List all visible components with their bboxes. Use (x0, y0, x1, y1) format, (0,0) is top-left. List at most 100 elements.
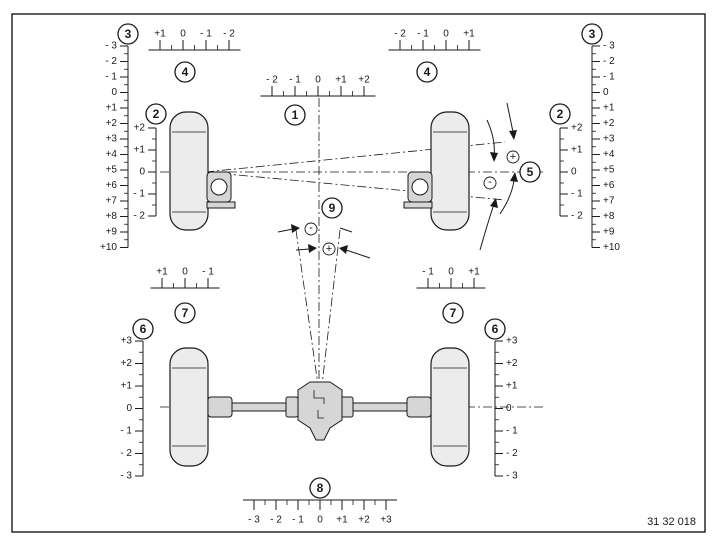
scale-tick-label: +1 (335, 75, 347, 86)
scale-tick-label: - 1 (133, 189, 145, 200)
svg-text:6: 6 (140, 322, 147, 336)
scale-tick-label: +2 (603, 118, 615, 129)
scale-tick-label: +2 (134, 123, 146, 134)
scale-tick-label: +2 (571, 123, 583, 134)
svg-text:1: 1 (292, 108, 299, 122)
scale-tick-label: +10 (100, 242, 117, 253)
callout-thrust-angle: 9 (321, 197, 343, 219)
scale-tick-label: +3 (380, 515, 392, 526)
callout-scale-camber-right: 3 (581, 23, 603, 45)
scale-rear_top_right: - 1 0 +1 (416, 267, 486, 289)
scale-tick-label: +3 (506, 336, 518, 347)
scale-toe_right: +2+10- 1- 2 (559, 123, 583, 222)
scale-tick-label: +2 (506, 358, 518, 369)
scale-tick-label: 0 (448, 267, 454, 278)
callout-scale-toe-right: 2 (549, 103, 571, 125)
scale-tick-label: 0 (571, 167, 577, 178)
scale-tick-label: 0 (182, 267, 188, 278)
differential (297, 381, 343, 441)
front-left-wheel (169, 111, 236, 231)
scale-tick-label: - 1 (202, 267, 214, 278)
scale-tick-label: 0 (603, 87, 609, 98)
thrust-line-left (295, 229, 319, 386)
svg-text:2: 2 (557, 107, 564, 121)
scale-tick-label: - 3 (506, 471, 518, 482)
scale-tick-label: - 2 (394, 29, 406, 40)
scale-tick-label: +1 (121, 381, 133, 392)
svg-text:6: 6 (492, 322, 499, 336)
scale-rear_center: - 3 - 2 - 1 0 +1 +2 +3 (243, 499, 397, 526)
rear-right-wheel (430, 347, 470, 467)
diagram-border (11, 13, 706, 533)
scale-tick-label: 0 (126, 403, 132, 414)
scale-tick-label: +10 (603, 242, 620, 253)
callout-scale-rear-top-right: 7 (442, 302, 464, 324)
scale-tick-label: 0 (443, 29, 449, 40)
scale-tick-label: +8 (603, 211, 615, 222)
scale-rear_outer_right: +3+2+10- 1- 2- 3 (494, 336, 518, 482)
svg-text:5: 5 (527, 165, 534, 179)
scale-tick-label: +1 (603, 103, 615, 114)
scale-tick-label: - 2 (603, 56, 615, 67)
scale-tick-label: +3 (106, 134, 118, 145)
minus-sign: - (309, 222, 313, 234)
scale-toe_left: +2+10- 1- 2 (133, 123, 157, 222)
scale-tick-label: - 3 (120, 471, 132, 482)
scale-tick-label: +3 (121, 336, 133, 347)
svg-text:7: 7 (182, 306, 189, 320)
scale-tick-label: +1 (106, 103, 118, 114)
scale-tick-label: 0 (315, 75, 321, 86)
scale-tick-label: - 2 (270, 515, 282, 526)
scale-tick-label: +1 (156, 267, 168, 278)
callout-scale-front-center: 1 (284, 104, 306, 126)
svg-text:2: 2 (153, 107, 160, 121)
rear-axle-assembly (169, 347, 470, 467)
scale-camber_right: - 3- 2- 10+1+2+3+4+5+6+7+8+9+10 (591, 41, 620, 253)
scale-tick-label: +4 (603, 149, 615, 160)
scale-rear_top_left: +1 0 - 1 (150, 267, 220, 289)
front-right-wheel (403, 111, 470, 231)
callout-scale-rear-top-left: 7 (174, 302, 196, 324)
scale-tick-label: +5 (106, 165, 118, 176)
svg-text:8: 8 (317, 481, 324, 495)
scale-tick-label: - 1 (506, 426, 518, 437)
scale-tick-label: +1 (506, 381, 518, 392)
rear-left-wheel (169, 347, 209, 467)
scale-tick-label: +1 (463, 29, 475, 40)
svg-text:3: 3 (125, 27, 132, 41)
scale-tick-label: - 2 (120, 448, 132, 459)
scale-tick-label: +9 (603, 227, 615, 238)
callout-scale-front-top-right: 4 (416, 61, 438, 83)
callout-scale-rear-outer-right: 6 (484, 318, 506, 340)
scale-tick-label: 0 (506, 403, 512, 414)
scale-rear_outer_left: +3 +2 +1 0 - 1 - 2 - 3 (120, 336, 144, 482)
svg-text:4: 4 (424, 65, 431, 79)
scale-tick-label: +5 (603, 165, 615, 176)
thrust-angle-arrows: - + (277, 222, 371, 259)
scale-tick-label: +1 (468, 267, 480, 278)
scale-tick-label: - 1 (422, 267, 434, 278)
scale-tick-label: - 1 (120, 426, 132, 437)
scale-tick-label: +2 (121, 358, 133, 369)
callout-scale-front-top-left: 4 (174, 61, 196, 83)
scale-camber_left: - 3- 2- 10+1+2+3+4+5+6+7+8+9+10 (100, 41, 129, 253)
scale-tick-label: - 1 (292, 515, 304, 526)
callout-scale-camber-left: 3 (117, 23, 139, 45)
scale-tick-label: +8 (106, 211, 118, 222)
scale-tick-label: - 3 (105, 41, 117, 52)
scale-tick-label: +1 (336, 515, 348, 526)
callout-scale-toe-left: 2 (145, 103, 167, 125)
scale-tick-label: 0 (317, 515, 323, 526)
scale-tick-label: - 3 (248, 515, 260, 526)
scale-tick-label: - 3 (603, 41, 615, 52)
scale-tick-label: - 1 (105, 72, 117, 83)
scale-tick-label: +2 (358, 515, 370, 526)
callout-scale-rear-outer-left: 6 (132, 318, 154, 340)
scale-tick-label: +7 (106, 196, 118, 207)
scale-tick-label: +6 (106, 180, 118, 191)
callout-scale-rear-center: 8 (309, 477, 331, 499)
scale-tick-label: +2 (106, 118, 118, 129)
svg-text:3: 3 (589, 27, 596, 41)
